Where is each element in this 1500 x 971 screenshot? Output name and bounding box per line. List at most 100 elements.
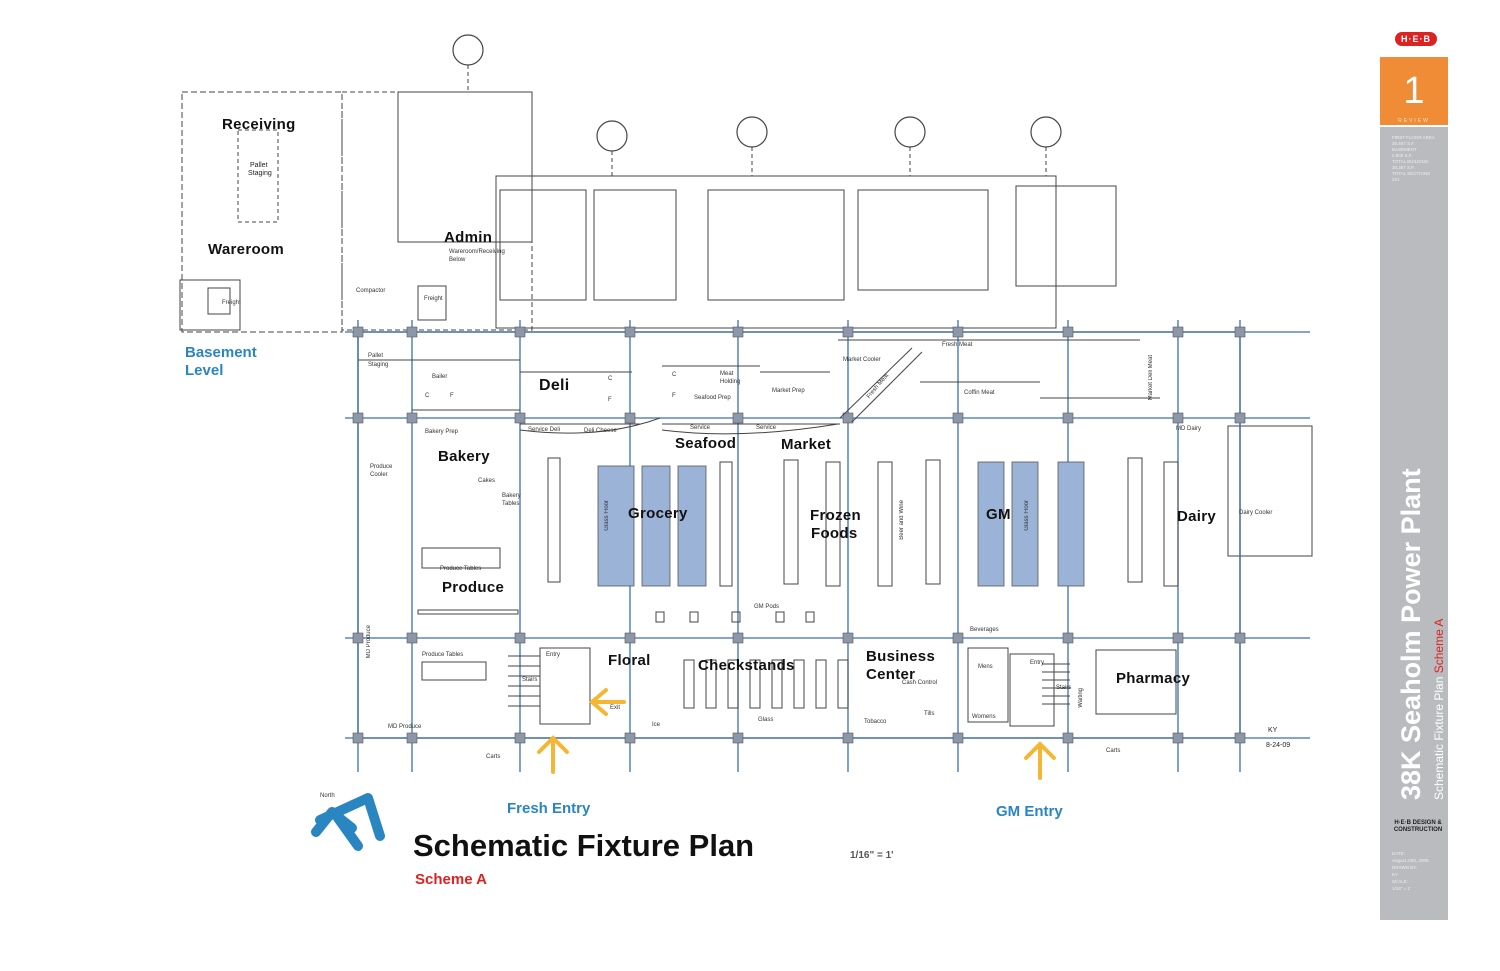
logo-line-2: CONSTRUCTION [1393,827,1443,833]
label-md-produce-vertical: MD Produce [366,625,372,659]
structural-column-7-1 [952,326,964,338]
structural-column-3-2 [514,412,526,424]
structural-column-4-2 [624,412,636,424]
produce-table-2 [417,609,519,615]
structural-column-8-4 [1062,732,1074,744]
label-entry-2: Entry [1030,660,1045,666]
label-md-produce-horizontal: MD Produce [388,724,422,730]
label-deli-cheese: Deli Cheese [584,428,617,434]
structural-column-4-3 [624,632,636,644]
label-initials: KY [1268,727,1278,734]
gm-pod-5 [805,611,815,623]
structural-column-5-1 [732,326,744,338]
label-compactor: Compactor [356,288,386,294]
north-arrow [311,793,385,851]
area-info-line: FIRST FLOOR AREA [1392,135,1435,140]
gondola-run-7 [1127,457,1143,583]
heb-brand-logo: H·E·B [1390,30,1442,48]
checkstand-1 [683,659,695,709]
area-info-line: 35,487 S.F. [1392,141,1415,146]
structural-column-9-4 [1172,732,1184,744]
structural-column-9-2 [1172,412,1184,424]
brand-pill: H·E·B [1395,32,1437,46]
structural-column-7-3 [952,632,964,644]
room-label-frozen-line1: Frozen [810,507,861,524]
gm-entry-label: GM Entry [996,803,1063,820]
title-block-strip [1380,127,1448,920]
label-c2: C [608,376,613,382]
room-label-seafood: Seafood [675,435,737,452]
label-produce-cooler-2: Cooler [370,472,388,478]
label-beer-and-wine: Beer and Wine [899,500,905,540]
structural-column-10-1 [1234,326,1246,338]
column-bubble-4 [894,116,926,148]
label-fresh-meat: Fresh Meat [942,342,973,348]
gondola-run-2 [719,461,733,587]
pallet-staging-box [237,129,279,223]
sheet-number: 1 [1380,57,1448,125]
label-tills: Tills [924,711,935,717]
column-bubble-5 [1030,116,1062,148]
label-freight-mid: Freight [424,296,443,302]
room-label-checkstands: Checkstands [698,657,795,674]
label-pallet-staging-top-1: Pallet [250,162,268,169]
structural-column-6-3 [842,632,854,644]
label-f1: F [450,393,454,399]
label-coffin-meat: Coffin Meat [964,390,995,396]
gondola-run-3 [783,459,799,585]
structural-column-5-4 [732,732,744,744]
room-label-admin: Admin [444,229,493,246]
label-produce-tables-2: Produce Tables [422,652,464,658]
checkstand-4 [749,659,761,709]
structural-column-8-3 [1062,632,1074,644]
upper-bay-1 [499,189,587,301]
structural-column-5-2 [732,412,744,424]
project-subtitle: Schematic Fixture Plan [1432,673,1446,800]
checkstand-6 [793,659,805,709]
gm-pod-3 [731,611,741,623]
label-beverages: Beverages [970,627,999,633]
date-info-line: DATE: [1392,851,1405,856]
glass-floor-fixture-3 [677,465,707,587]
column-bubble-3 [736,116,768,148]
fresh-entry-arrow [537,735,569,774]
label-service-2: Service [756,425,777,431]
room-label-bakery: Bakery [438,448,490,465]
gondola-run-1 [547,457,561,583]
upper-bay-2 [593,189,677,301]
structural-column-6-1 [842,326,854,338]
fresh-meat-case-line-1 [839,347,913,419]
freight-car-left [207,287,231,315]
structural-column-7-4 [952,732,964,744]
structural-column-10-4 [1234,732,1246,744]
label-service-1: Service [690,425,711,431]
column-bubble-2 [596,120,628,152]
date-info-line: DRAWN BY: [1392,865,1418,870]
structural-column-4-1 [624,326,636,338]
label-pallet-staging-2: Staging [368,362,389,368]
project-title-block: 38K Seaholm Power Plant Schematic Fixtur… [1396,420,1446,800]
label-bakery-prep: Bakery Prep [425,429,459,435]
gondola-run-6 [925,459,941,585]
label-bakery-tables-1: Bakery [502,493,521,499]
label-cash-control: Cash Control [902,680,938,686]
label-wareroom-below-1: Wareroom/Receiving [449,249,505,255]
upper-bay-5 [1015,185,1117,287]
label-gm-pods: GM Pods [754,604,780,610]
label-produce-tables-1: Produce Tables [440,566,482,572]
project-name: 38K Seaholm Power Plant [1396,468,1426,800]
label-produce-cooler-1: Produce [370,464,393,470]
fresh-meat-case-line-2 [851,351,923,423]
label-womens: Womens [972,714,996,720]
produce-table-3 [421,661,487,681]
title-block-date-info: DATE: August 24th, 2009 DRAWN BY: KY SCA… [1392,850,1444,892]
label-wareroom-below-2: Below [449,257,466,263]
label-mens: Mens [978,664,993,670]
label-c3: C [672,372,677,378]
label-glass: Glass [758,717,774,723]
fresh-entry-vestibule [539,647,591,725]
structural-column-3-1 [514,326,526,338]
label-service-deli: Service Deli [528,427,561,433]
